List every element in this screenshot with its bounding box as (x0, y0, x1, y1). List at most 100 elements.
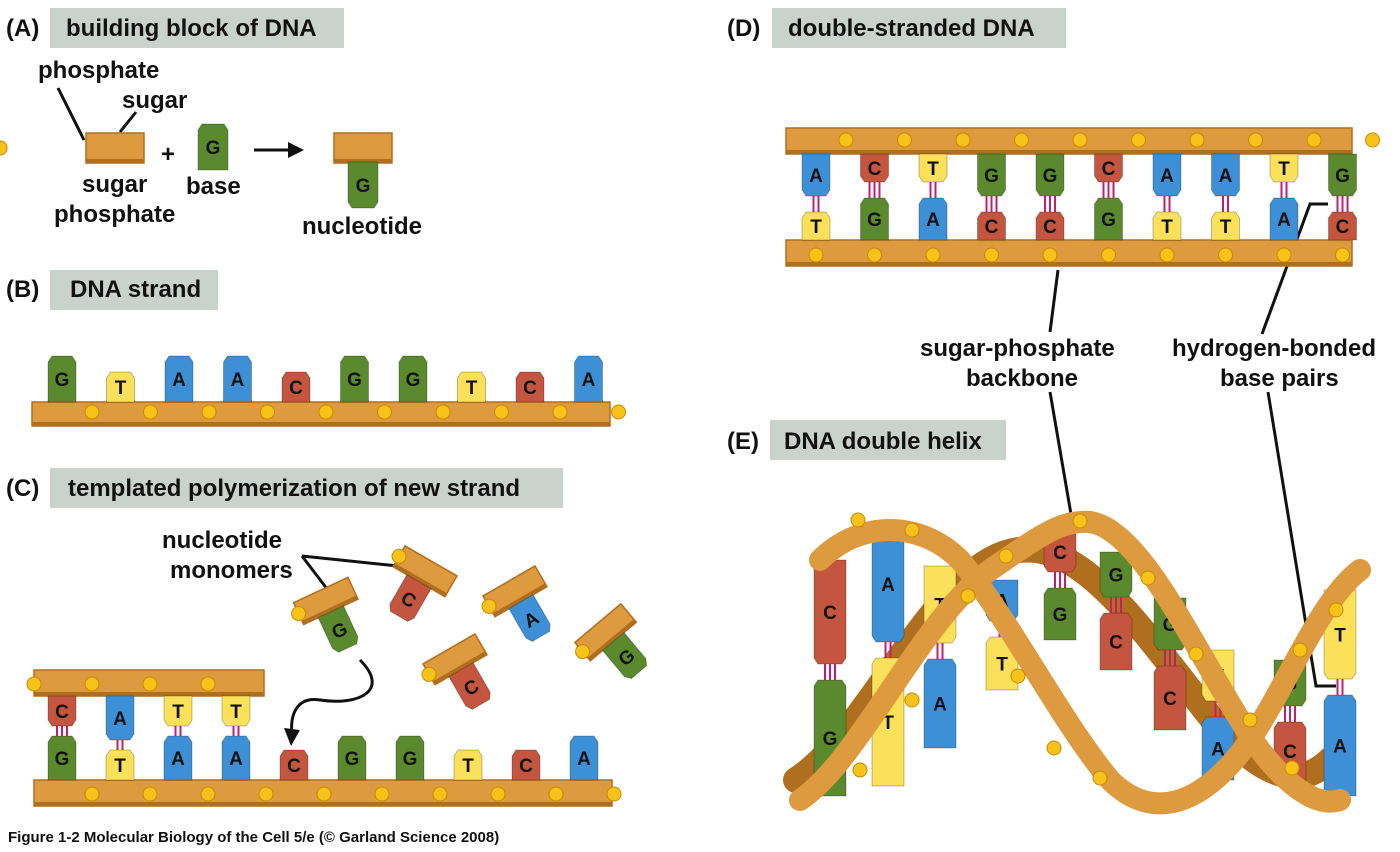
panel-e-letter: (E) (727, 428, 759, 455)
phosphate-ball (432, 786, 448, 802)
panel-a-labels: phosphate sugar sugar phosphate + base n… (38, 57, 422, 240)
phosphate-ball (1189, 132, 1205, 148)
sugar-label: sugar (122, 87, 187, 114)
base-letter: G (403, 749, 418, 770)
base-letter: T (115, 378, 127, 399)
phosphate-ball (904, 692, 920, 708)
panel-d-title: double-stranded DNA (788, 15, 1035, 42)
pairs-pointer-up (1260, 202, 1328, 335)
phosphate-ball (960, 588, 976, 604)
base-T: T (105, 749, 135, 781)
base-letter: G (867, 210, 882, 231)
phosphate-ball (984, 247, 999, 263)
phosphate-ball (1072, 513, 1088, 529)
phosphate-ball (1284, 760, 1300, 776)
base-G: G (337, 735, 367, 781)
base-block (457, 371, 486, 403)
base-letter: A (1219, 166, 1233, 187)
hydrogen-bond (985, 196, 998, 212)
base-letter: A (582, 370, 596, 391)
base-letter: G (406, 370, 421, 391)
base-G: G (398, 355, 428, 403)
base-C: C (448, 662, 491, 710)
base-G: G (395, 735, 425, 781)
base-G: G (47, 735, 77, 781)
phosphate-ball (850, 512, 866, 528)
base-letter: C (1043, 217, 1057, 238)
phosphate-ball (374, 786, 390, 802)
base-A: A (574, 355, 603, 403)
base-block (574, 355, 603, 403)
base-C: C (813, 559, 847, 665)
phosphate-ball (490, 786, 506, 802)
phosphate-ball (897, 132, 912, 148)
base-G: G (1328, 153, 1357, 197)
base-block (164, 355, 194, 403)
hydrogen-bond (812, 196, 820, 212)
base-block (977, 153, 1006, 197)
base-letter: A (933, 695, 947, 716)
hydrogen-bond (56, 726, 68, 736)
base-letter: T (1334, 626, 1346, 647)
base-T: T (801, 211, 831, 241)
phosphate-ball (1365, 132, 1380, 148)
base-A: A (163, 735, 193, 781)
base-C: C (1094, 153, 1123, 183)
backbone-pointer-down (1048, 391, 1074, 521)
panel-a-title-bar (50, 8, 344, 48)
backbone-shadow (786, 262, 1352, 266)
base-letter: T (882, 713, 894, 734)
base-block (1099, 612, 1133, 671)
hydrogen-bond (824, 664, 836, 680)
phosphate-ball (0, 140, 8, 156)
free-nucleotide-monomer: C (421, 632, 491, 710)
backbone-shadow (34, 692, 264, 696)
base-block (281, 371, 311, 403)
free-nucleotide-monomer: G (291, 576, 360, 653)
monomers-pointer-1 (301, 554, 399, 568)
base-letter: A (172, 370, 186, 391)
hydrogen-bond (1163, 196, 1171, 212)
backbone-shadow (393, 563, 447, 597)
base-block (279, 749, 309, 781)
base-letter: C (523, 378, 537, 399)
base-letter: T (462, 756, 474, 777)
base-block (395, 735, 425, 781)
base-letter: T (927, 159, 939, 180)
base-block (860, 153, 889, 183)
hydrogen-bond (1054, 572, 1066, 588)
incoming-arrow-head (284, 728, 300, 746)
base-A: A (801, 153, 831, 197)
base-C: C (1035, 211, 1065, 241)
base-block (923, 658, 957, 749)
phosphate-ball (575, 644, 591, 660)
base-A: A (871, 525, 905, 643)
base-letter: T (1278, 159, 1290, 180)
phosphate-ball (291, 606, 307, 622)
phosphate-ball (84, 786, 100, 802)
figure-caption: Figure 1-2 Molecular Biology of the Cell… (8, 829, 499, 846)
base-T: T (918, 153, 948, 183)
base-C: C (47, 695, 77, 727)
base-G: G (317, 605, 359, 653)
base-letter: A (1277, 210, 1291, 231)
backbone-shadow (587, 619, 637, 661)
helix-front-strand-2 (809, 519, 1371, 815)
base-A: A (1211, 153, 1240, 197)
phosphate-ball (26, 676, 42, 692)
panel-b-header: (B) DNA strand (6, 270, 218, 310)
base-block (860, 197, 889, 241)
base-block (389, 574, 432, 622)
phosphate-ball (84, 676, 100, 692)
base-letter: A (1333, 737, 1347, 758)
base-block (347, 161, 379, 209)
base-A: A (164, 355, 194, 403)
base-block (221, 735, 251, 781)
backbone-shadow (493, 583, 547, 617)
phosphate-ball (200, 786, 216, 802)
panel-e-title: DNA double helix (784, 428, 982, 455)
panel-c-header: (C) templated polymerization of new stra… (6, 468, 563, 508)
hydrogen-bond (936, 643, 944, 659)
base-letter: G (206, 138, 221, 159)
